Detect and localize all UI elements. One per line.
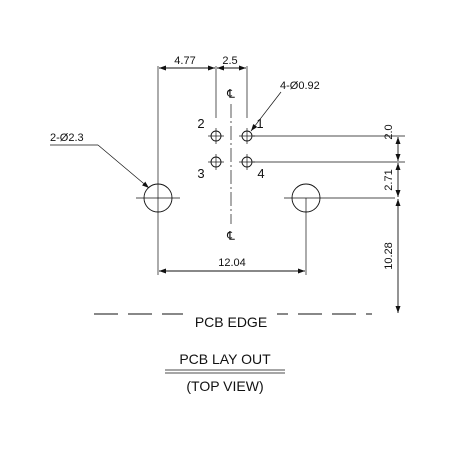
pin-hole-3	[208, 154, 224, 170]
dimension-label-10-28: 10.28	[383, 242, 395, 270]
dimension-label-4-77: 4.77	[174, 55, 195, 67]
small-hole-leader	[250, 91, 282, 132]
large-hole-leader	[97, 144, 150, 189]
centerline-symbol-top: ℄	[226, 87, 235, 101]
dimension-label-2-0: 2.0	[383, 124, 395, 139]
dimension-label-2-71: 2.71	[383, 169, 395, 190]
pin-number-1: 1	[256, 116, 263, 131]
pcb-edge-label-background	[183, 312, 277, 330]
pin-number-2: 2	[197, 116, 204, 131]
mounting-hole-right	[284, 183, 395, 213]
large-hole-callout-label: 2-Ø2.3	[50, 132, 84, 144]
mounting-hole-left	[136, 183, 180, 213]
layout-title: PCB LAY OUT	[179, 351, 271, 367]
pin-hole-2	[208, 128, 224, 144]
pin-hole-4	[239, 154, 255, 170]
pin-number-4: 4	[257, 166, 264, 181]
pin-hole-1	[239, 128, 255, 144]
dimension-label-12-04: 12.04	[218, 257, 246, 269]
dimension-label-2-5: 2.5	[222, 55, 237, 67]
pin-number-3: 3	[197, 166, 204, 181]
small-hole-callout-label: 4-Ø0.92	[280, 80, 320, 92]
pcb-edge-label: PCB EDGE	[195, 314, 267, 330]
view-label: (TOP VIEW)	[186, 378, 263, 394]
centerline-symbol-bottom: ℄	[226, 229, 235, 243]
